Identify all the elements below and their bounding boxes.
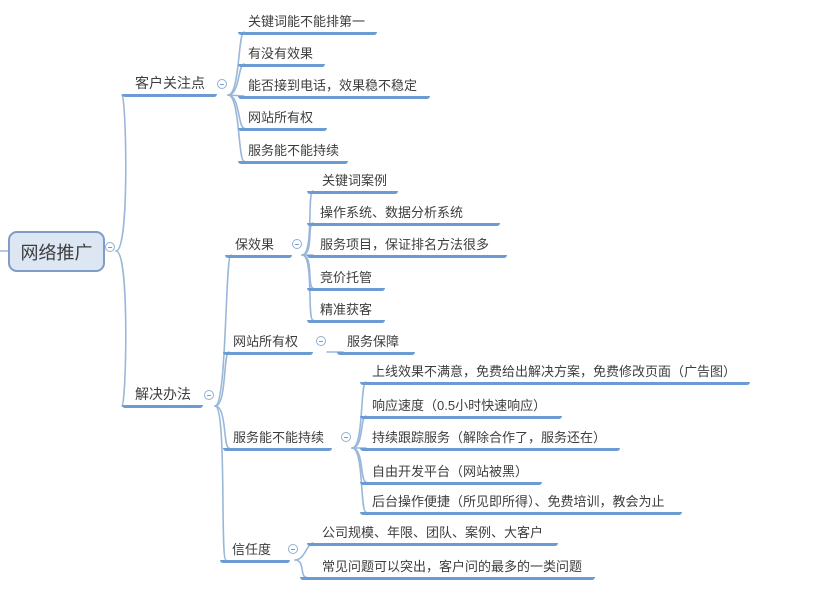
node-precise-customers[interactable]: 精准获客 xyxy=(307,302,385,323)
node-faq-highlight[interactable]: 常见问题可以突出，客户问的最多的一类问题 xyxy=(300,559,595,580)
collapse-icon-customer-concerns[interactable] xyxy=(217,79,227,89)
node-free-dev-platform[interactable]: 自由开发平台（网站被黑） xyxy=(360,464,542,485)
collapse-icon-solutions[interactable] xyxy=(204,390,214,400)
node-continuous-tracking[interactable]: 持续跟踪服务（解除合作了，服务还在） xyxy=(360,430,620,451)
collapse-icon-site-ownership[interactable] xyxy=(316,336,326,346)
node-any-effect[interactable]: 有没有效果 xyxy=(238,46,325,67)
node-systems-analytics[interactable]: 操作系统、数据分析系统 xyxy=(307,205,500,226)
node-easy-backend-training[interactable]: 后台操作便捷（所见即所得）、免费培训，教会为止 xyxy=(360,494,682,515)
node-solutions[interactable]: 解决办法 xyxy=(122,387,203,408)
collapse-icon-service-continuity[interactable] xyxy=(341,432,351,442)
node-trust[interactable]: 信任度 xyxy=(220,542,290,563)
node-bidding-hosting[interactable]: 竞价托管 xyxy=(307,270,385,291)
node-company-scale[interactable]: 公司规模、年限、团队、案例、大客户 xyxy=(307,525,558,546)
node-keyword-rank-first[interactable]: 关键词能不能排第一 xyxy=(238,14,377,35)
node-service-continuity-concern[interactable]: 服务能不能持续 xyxy=(238,143,348,164)
node-site-ownership-concern[interactable]: 网站所有权 xyxy=(238,110,327,131)
node-keyword-cases[interactable]: 关键词案例 xyxy=(307,173,398,194)
node-root[interactable]: 网络推广 xyxy=(8,231,105,272)
node-customer-concerns[interactable]: 客户关注点 xyxy=(122,76,217,97)
node-service-guarantee[interactable]: 服务保障 xyxy=(337,334,415,355)
node-site-ownership-solution[interactable]: 网站所有权 xyxy=(223,334,313,355)
collapse-icon-trust[interactable] xyxy=(288,544,298,554)
node-response-speed[interactable]: 响应速度（0.5小时快速响应） xyxy=(360,398,562,419)
collapse-icon-guarantee-effect[interactable] xyxy=(292,239,302,249)
node-service-continuity-solution[interactable]: 服务能不能持续 xyxy=(223,430,332,451)
node-calls-stability[interactable]: 能否接到电话，效果稳不稳定 xyxy=(238,78,430,99)
node-guarantee-effect[interactable]: 保效果 xyxy=(225,237,292,258)
collapse-icon-root[interactable] xyxy=(105,242,115,252)
node-service-items-ranking[interactable]: 服务项目，保证排名方法很多 xyxy=(307,237,507,258)
node-free-fix-solution[interactable]: 上线效果不满意，免费给出解决方案，免费修改页面（广告图） xyxy=(360,364,750,385)
